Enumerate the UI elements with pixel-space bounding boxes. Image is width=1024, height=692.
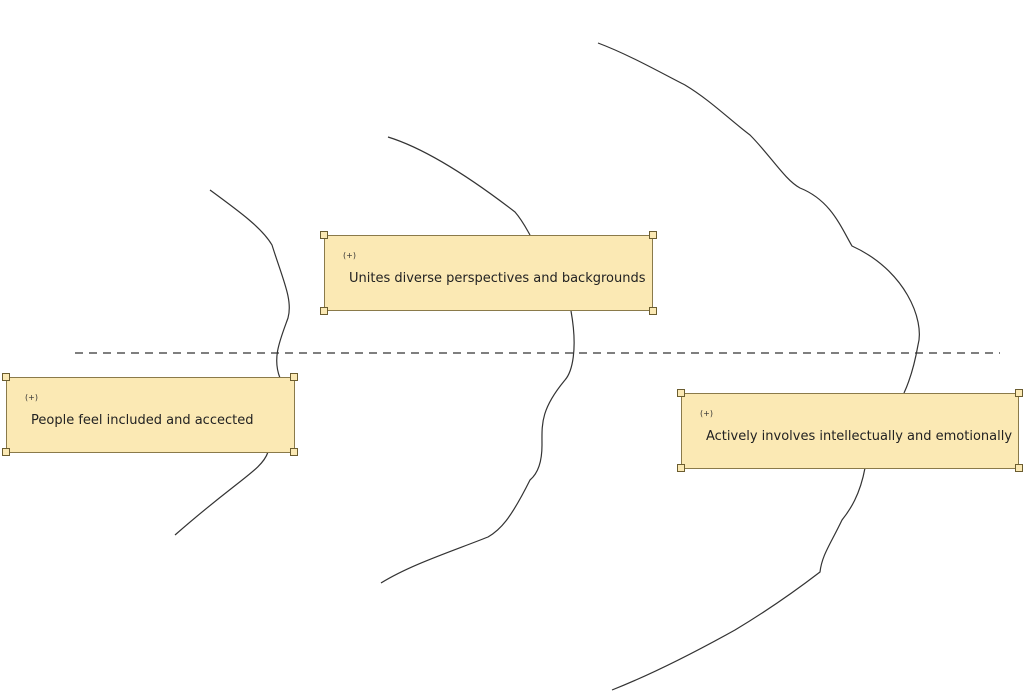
idea-card-unites[interactable]: (+) Unites diverse perspectives and back…	[324, 235, 653, 311]
resize-handle-top-left[interactable]	[320, 231, 328, 239]
expand-icon[interactable]: (+)	[700, 409, 713, 418]
resize-handle-bottom-left[interactable]	[320, 307, 328, 315]
resize-handle-bottom-right[interactable]	[1015, 464, 1023, 472]
resize-handle-bottom-left[interactable]	[677, 464, 685, 472]
resize-handle-bottom-right[interactable]	[649, 307, 657, 315]
resize-handle-top-right[interactable]	[1015, 389, 1023, 397]
card-label: Actively involves intellectually and emo…	[706, 429, 1013, 444]
card-label: Unites diverse perspectives and backgrou…	[349, 271, 646, 286]
connector-left-lower	[174, 451, 269, 536]
expand-icon[interactable]: (+)	[343, 251, 356, 260]
resize-handle-bottom-right[interactable]	[290, 448, 298, 456]
connector-right-lower	[611, 467, 866, 691]
expand-icon[interactable]: (+)	[25, 393, 38, 402]
resize-handle-top-right[interactable]	[290, 373, 298, 381]
idea-card-involves[interactable]: (+) Actively involves intellectually and…	[681, 393, 1019, 469]
connector-middle-upper	[387, 136, 531, 236]
connector-left-upper	[209, 189, 290, 379]
card-label: People feel included and accected	[31, 413, 254, 428]
resize-handle-top-right[interactable]	[649, 231, 657, 239]
resize-handle-top-left[interactable]	[2, 373, 10, 381]
connector-right-upper	[597, 42, 920, 394]
idea-card-included[interactable]: (+) People feel included and accected	[6, 377, 295, 453]
resize-handle-top-left[interactable]	[677, 389, 685, 397]
connector-middle-lower	[380, 310, 575, 584]
resize-handle-bottom-left[interactable]	[2, 448, 10, 456]
